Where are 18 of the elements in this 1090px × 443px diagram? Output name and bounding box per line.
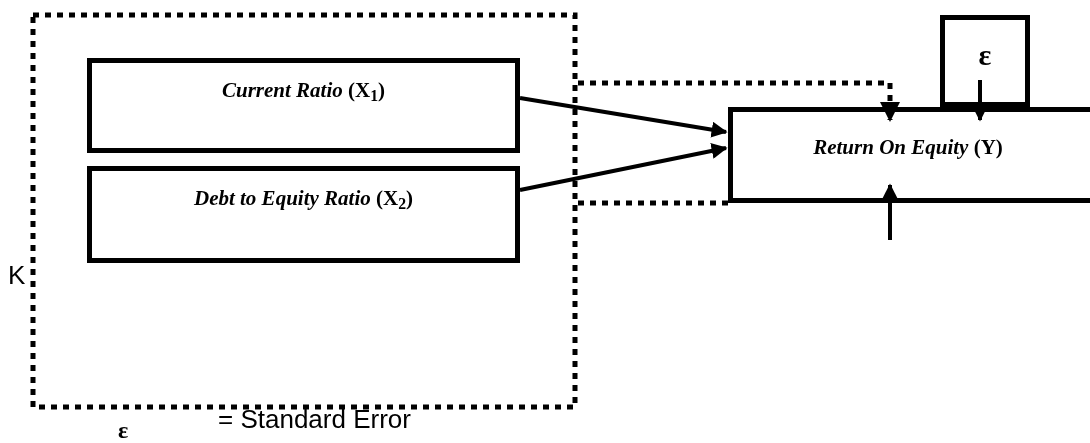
arrow xyxy=(519,96,728,138)
dotted-connector xyxy=(578,80,900,122)
arrow xyxy=(519,143,728,192)
variable-box xyxy=(87,58,520,153)
arrow xyxy=(972,80,988,122)
variable-label: Return On Equity (Y) xyxy=(812,134,1004,161)
variable-label: Debt to Equity Ratio (X$_{2}$) xyxy=(192,185,415,214)
error-term-box xyxy=(940,15,1030,107)
epsilon-symbol: ε xyxy=(118,418,129,442)
variable-label: Current Ratio (X$_{1}$) xyxy=(220,77,387,106)
dotted-connector xyxy=(578,200,728,206)
dotted-frame xyxy=(30,12,578,410)
variable-box xyxy=(87,166,520,263)
epsilon-symbol: ε xyxy=(977,40,993,70)
dependent-variable-box xyxy=(728,107,1090,203)
cut-off-text: K xyxy=(8,262,26,288)
legend-text: = Standard Error xyxy=(218,406,411,432)
arrow xyxy=(882,183,898,240)
